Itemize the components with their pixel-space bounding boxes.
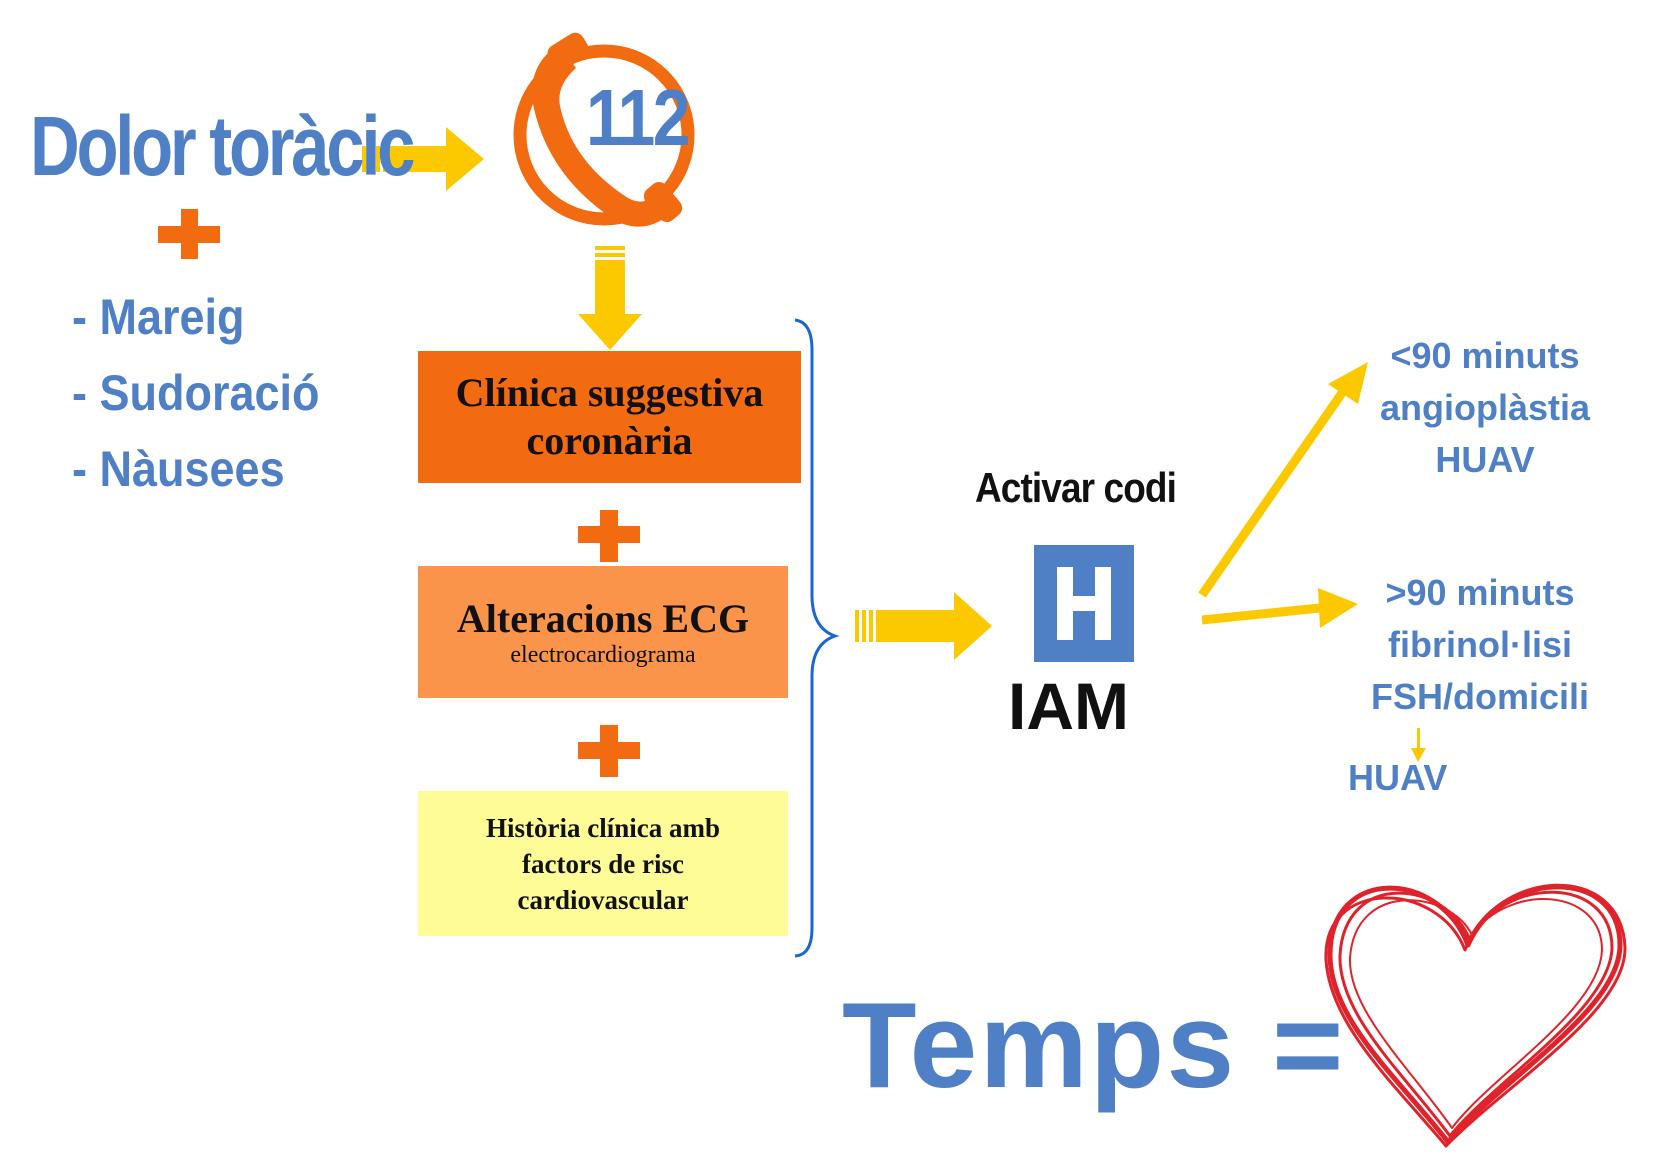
hospital-icon	[1034, 545, 1134, 662]
plus-icon-bottom	[578, 725, 640, 777]
arrow-to-slow-outcome	[1201, 588, 1358, 628]
main-symptom-title: Dolor toràcic	[30, 99, 415, 193]
slow-outcome: >90 minuts fibrinol·lisi FSH/domicili	[1345, 567, 1615, 723]
criterion-box-line: cardiovascular	[517, 884, 689, 915]
phone-icon	[513, 32, 695, 227]
outcome-place: FSH/domicili	[1370, 676, 1590, 717]
outcome-time: >90 minuts	[1385, 572, 1575, 613]
criterion-box-line: coronària	[526, 418, 693, 463]
plus-icon-left	[158, 209, 220, 259]
outcome-time: <90 minuts	[1390, 335, 1580, 376]
outcome-transfer: HUAV	[1348, 757, 1448, 798]
code-name: IAM	[1008, 669, 1129, 743]
heart-icon	[1324, 883, 1627, 1148]
criterion-box-history: Història clínica amb factors de risc car…	[418, 791, 788, 936]
outcome-place: HUAV	[1435, 439, 1535, 480]
criterion-box-line: Clínica suggestiva	[455, 370, 764, 415]
symptom-item: - Nàusees	[72, 441, 285, 497]
arrow-to-hospital	[855, 592, 992, 660]
emergency-number: 112	[586, 73, 691, 162]
curly-bracket	[794, 318, 840, 958]
outcome-treatment: fibrinol·lisi	[1388, 624, 1572, 665]
plus-icon-middle	[578, 510, 640, 562]
criterion-box-title: Alteracions ECG	[456, 596, 750, 641]
arrow-to-phone	[362, 127, 484, 191]
outcome-treatment: angioplàstia	[1379, 387, 1591, 428]
criterion-box-ecg: Alteracions ECG electrocardiograma	[418, 566, 788, 698]
criterion-box-clinical: Clínica suggestiva coronària	[418, 351, 801, 483]
arrow-to-transfer	[1411, 728, 1426, 762]
footer-slogan: Temps =	[842, 977, 1346, 1113]
criterion-box-line: factors de risc	[522, 848, 684, 879]
arrow-down-to-criteria	[578, 246, 642, 350]
arrow-to-fast-outcome	[1198, 362, 1368, 598]
activate-code-label: Activar codi	[975, 464, 1177, 511]
fast-outcome: <90 minuts angioplàstia HUAV	[1355, 330, 1615, 486]
criterion-box-subtitle: electrocardiograma	[510, 642, 696, 668]
criterion-box-line: Història clínica amb	[486, 812, 720, 843]
symptom-item: - Mareig	[72, 289, 245, 345]
symptom-item: - Sudoració	[72, 365, 320, 421]
